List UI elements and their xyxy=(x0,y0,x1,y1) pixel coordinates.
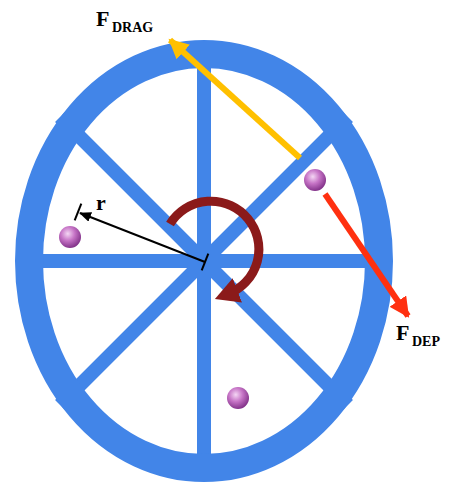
force-symbol: F xyxy=(396,322,409,344)
drag-force-arrow xyxy=(170,40,300,158)
particle xyxy=(59,226,81,248)
dep-force-arrow xyxy=(325,194,408,316)
particle xyxy=(304,169,326,191)
wheel xyxy=(29,54,379,468)
force-subscript: DEP xyxy=(412,335,440,349)
force-symbol: F xyxy=(96,8,109,30)
rotation-arrow xyxy=(170,201,259,294)
particle xyxy=(227,387,249,409)
radius-label: r xyxy=(96,192,106,214)
radius-marker xyxy=(75,204,209,271)
force-subscript: DRAG xyxy=(112,21,153,35)
